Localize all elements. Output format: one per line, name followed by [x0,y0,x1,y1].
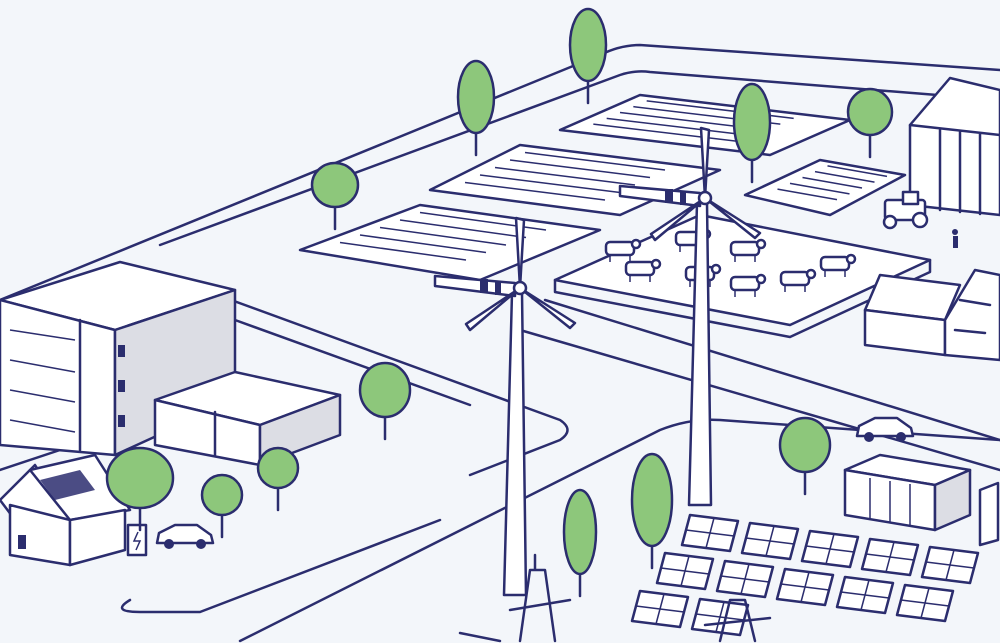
storage-building [843,453,1000,547]
crop-field [298,203,602,282]
cow [624,258,662,282]
cow [819,253,857,277]
electric-car [855,416,915,442]
tree [358,361,412,441]
tree [456,59,496,157]
solar-panel [835,575,895,615]
solar-panel [715,559,775,599]
cow [729,238,767,262]
ev-charger [126,523,148,557]
barn [908,76,1000,217]
tree [200,473,244,539]
solar-panel [800,529,860,569]
electric-car [155,523,215,549]
solar-panel [655,551,715,591]
house-with-solar-roof [0,453,132,567]
tree [846,87,894,159]
wind-turbine [433,216,577,597]
office-building [0,260,237,457]
tree [630,452,674,570]
solar-panel [630,589,690,629]
tree [256,446,300,512]
crop-field [428,143,722,217]
cow [729,273,767,297]
tree [778,416,832,496]
crop-fields [298,93,907,282]
tree [732,82,772,184]
crop-field [743,158,907,217]
tree [310,161,360,231]
solar-panel [680,513,740,553]
tree [562,488,598,598]
tractor [882,190,929,230]
farmhouse [863,268,1000,362]
solar-panel [860,537,920,577]
solar-panel [740,521,800,561]
solar-panel [895,583,955,623]
tree [568,7,608,105]
farmer-figure [952,229,958,248]
solar-panel [690,597,750,637]
tree [105,446,175,532]
cow [779,268,817,292]
wind-turbine [618,126,762,507]
solar-panel [775,567,835,607]
solar-panel [920,545,980,585]
power-pylons [458,553,772,643]
cow [604,238,642,262]
